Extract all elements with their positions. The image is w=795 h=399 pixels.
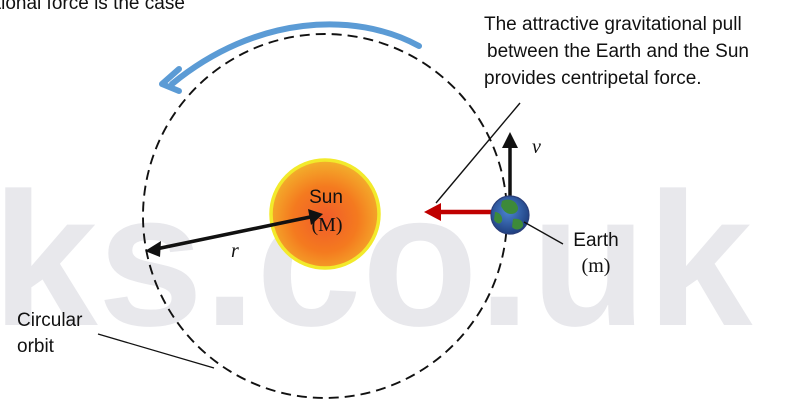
svg-text:Sun: Sun xyxy=(309,187,343,208)
svg-text:tational force is the case: tational force is the case xyxy=(0,0,185,14)
svg-text:orbit: orbit xyxy=(17,336,55,357)
svg-text:v: v xyxy=(532,136,541,158)
radius-label: r xyxy=(231,240,239,262)
svg-text:Earth: Earth xyxy=(573,230,618,251)
svg-text:r: r xyxy=(231,240,239,262)
svg-text:(M): (M) xyxy=(311,214,342,236)
centripetal-force-arrow xyxy=(424,203,494,221)
velocity-arrow xyxy=(502,132,518,200)
sun xyxy=(269,158,381,270)
gravity-note-leader xyxy=(435,102,521,204)
svg-text:provides centripetal force.: provides centripetal force. xyxy=(484,68,702,89)
svg-text:(m): (m) xyxy=(582,255,611,277)
svg-text:Circular: Circular xyxy=(17,310,83,331)
radius-arrow xyxy=(145,209,323,257)
gravity-note: The attractive gravitational pull betwee… xyxy=(484,14,749,89)
top-fragment: tational force is the case xyxy=(0,0,185,14)
svg-text:between the Earth and the Sun: between the Earth and the Sun xyxy=(487,41,749,62)
sun-label: Sun (M) xyxy=(309,187,343,236)
rotation-arrow xyxy=(159,21,422,94)
svg-text:The attractive gravitational p: The attractive gravitational pull xyxy=(484,14,742,35)
earth-leader xyxy=(523,221,564,245)
svg-text:ks.co.uk: ks.co.uk xyxy=(0,154,753,366)
orbit-leader xyxy=(97,333,215,369)
earth-label: Earth (m) xyxy=(573,230,618,277)
earth xyxy=(490,195,530,235)
watermark: ks.co.uk xyxy=(0,154,753,366)
orbit-label: Circular orbit xyxy=(17,310,83,357)
velocity-label: v xyxy=(532,136,541,158)
